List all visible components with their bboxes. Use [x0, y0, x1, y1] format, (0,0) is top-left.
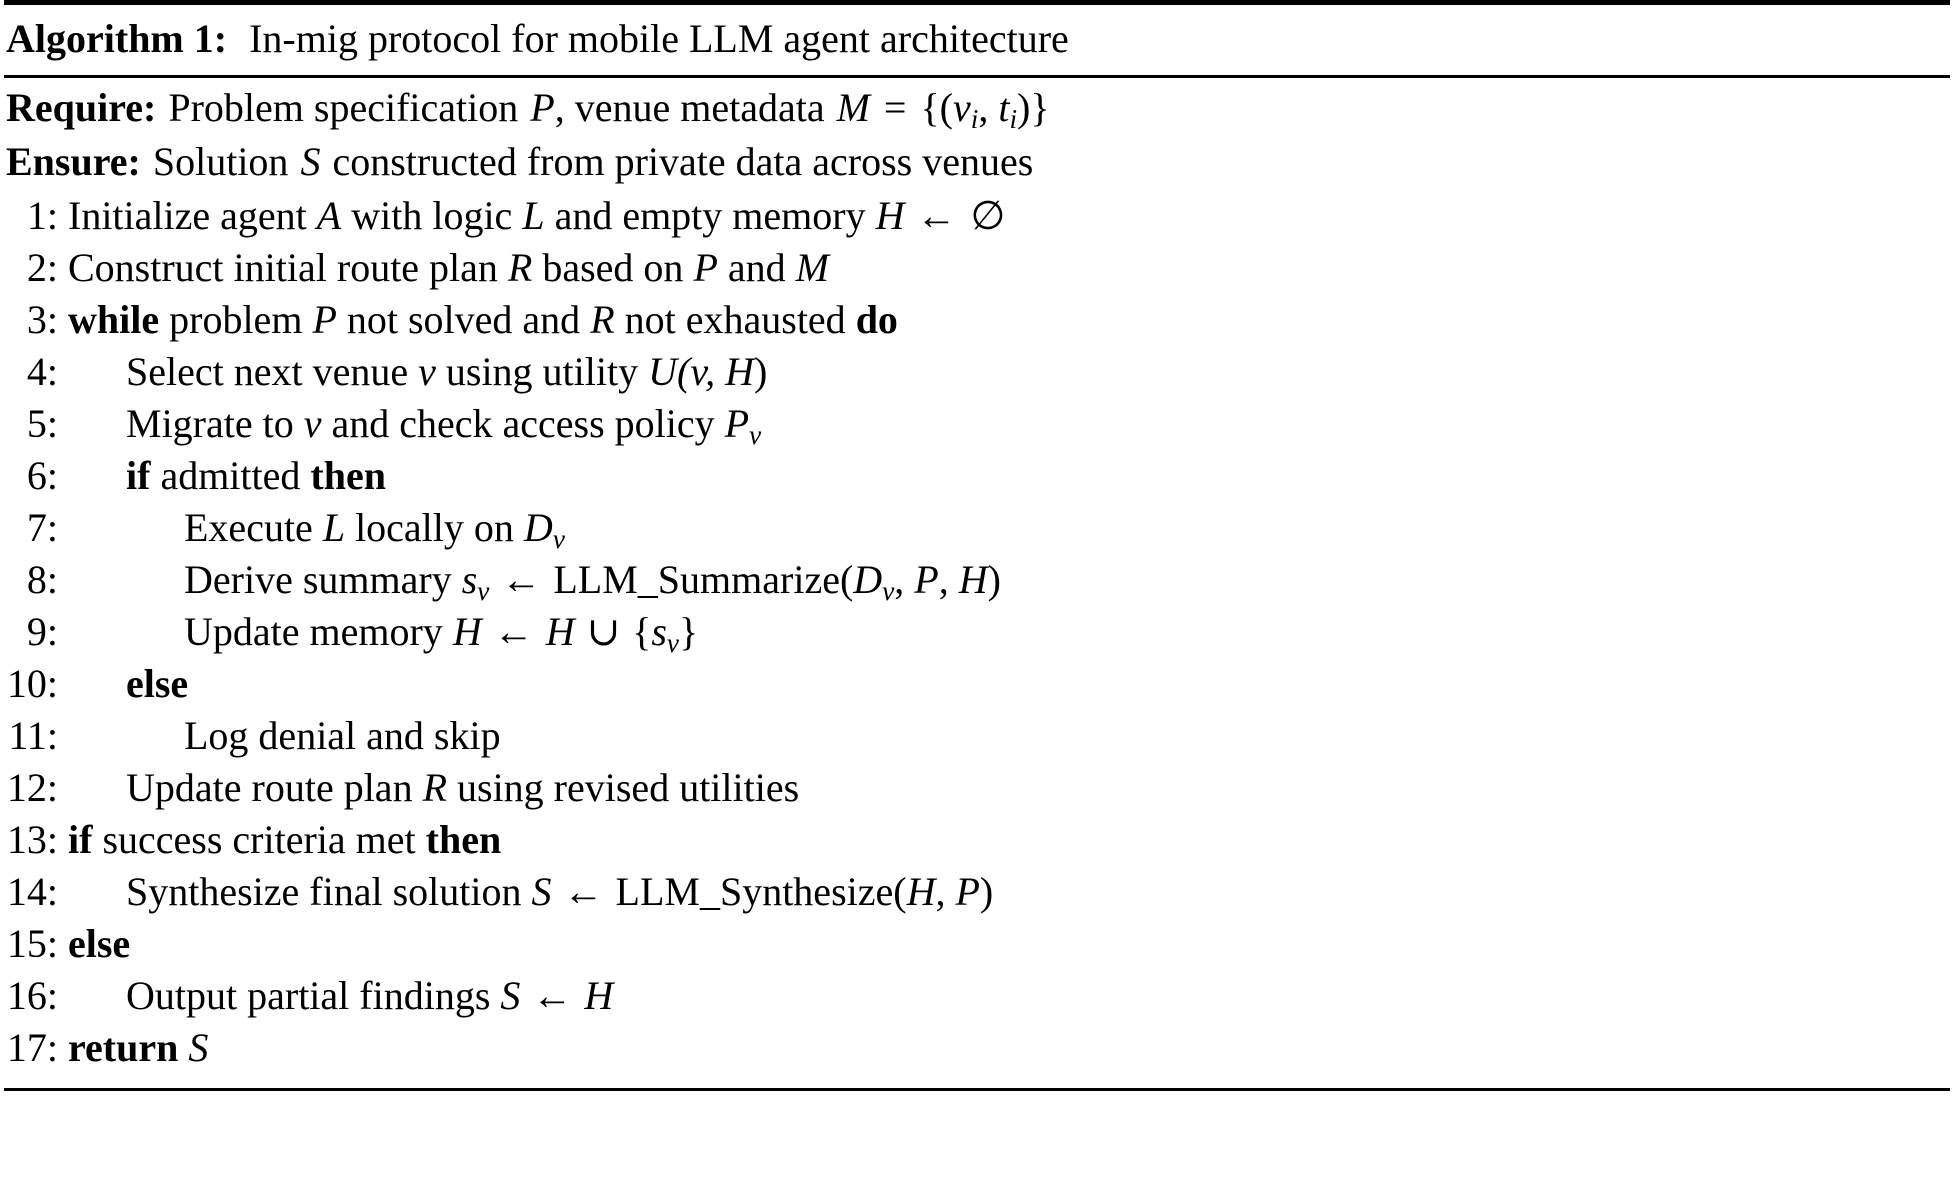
algorithm-caption: Algorithm 1: In-mig protocol for mobile …: [4, 5, 1950, 75]
require-comma: ,: [978, 85, 999, 130]
algorithm-line: 15:else: [6, 924, 1948, 976]
algorithm-line: 17:return S: [6, 1028, 1948, 1080]
line-number: 16:: [6, 973, 58, 1018]
algorithm-line: 11: Log denial and skip: [6, 716, 1948, 768]
bottom-rule: [4, 1088, 1950, 1091]
require-text-a: Problem specification: [168, 85, 519, 130]
line-content: Update memory H ← H ∪ {sv}: [184, 609, 699, 658]
algorithm-line: 16: Output partial findings S ← H: [6, 976, 1948, 1028]
keyword: else: [126, 661, 189, 706]
algorithm-line: 13:if success criteria met then: [6, 820, 1948, 872]
require-time-sub: i: [1009, 103, 1018, 134]
line-number: 9:: [26, 609, 58, 654]
line-content: Construct initial route plan R based on …: [68, 245, 829, 290]
ensure-var-s: S: [300, 139, 321, 184]
line-number: 10:: [6, 661, 58, 706]
algorithm-block: Algorithm 1: In-mig protocol for mobile …: [4, 0, 1950, 1091]
line-content: Execute L locally on Dv: [184, 505, 565, 554]
algorithm-line: 1:Initialize agent A with logic L and em…: [6, 196, 1948, 248]
line-content: Initialize agent A with logic L and empt…: [68, 193, 1006, 238]
line-number: 12:: [6, 765, 58, 810]
keyword: else: [68, 921, 131, 966]
require-time-var: t: [998, 85, 1010, 130]
algorithm-line: 7: Execute L locally on Dv: [6, 508, 1948, 560]
algorithm-caption-title: In-mig protocol for mobile LLM agent arc…: [249, 16, 1069, 61]
line-number: 2:: [26, 245, 58, 290]
algorithm-line: 10: else: [6, 664, 1948, 716]
require-venue-var: v: [953, 85, 971, 130]
algorithm-line: 12: Update route plan R using revised uti…: [6, 768, 1948, 820]
require-text-b: , venue metadata: [554, 85, 825, 130]
line-content: else: [68, 664, 1948, 704]
line-content: else: [68, 924, 1948, 964]
keyword: if: [126, 453, 151, 498]
algorithm-line: 3:while problem P not solved and R not e…: [6, 300, 1948, 352]
require-set-close: )}: [1017, 85, 1050, 130]
require-var-p: P: [530, 85, 555, 130]
require-var-m: M: [836, 85, 870, 130]
ensure-label: Ensure:: [6, 139, 141, 184]
algorithm-line: 5: Migrate to v and check access policy P…: [6, 404, 1948, 456]
algorithm-line: 6: if admitted then: [6, 456, 1948, 508]
line-content: Migrate to v and check access policy Pv: [126, 401, 762, 450]
line-number: 4:: [26, 349, 58, 394]
line-number: 8:: [26, 557, 58, 602]
line-number: 1:: [26, 193, 58, 238]
line-content: Select next venue v using utility U(v, H…: [126, 349, 768, 394]
keyword: then: [310, 453, 386, 498]
line-number: 11:: [8, 713, 58, 758]
algorithm-steps: 1:Initialize agent A with logic L and em…: [6, 196, 1948, 1080]
line-number: 17:: [6, 1025, 58, 1070]
top-rule: [4, 0, 1950, 5]
line-content: Synthesize final solution S ← LLM_Synthe…: [126, 869, 994, 914]
line-number: 15:: [6, 921, 58, 966]
line-number: 5:: [26, 401, 58, 446]
line-number: 13:: [6, 817, 58, 862]
line-content: Output partial findings S ← H: [126, 973, 614, 1018]
keyword: return: [68, 1025, 179, 1070]
keyword: while: [68, 297, 160, 342]
require-set-open: {(: [920, 85, 953, 130]
algorithm-line: 4: Select next venue v using utility U(v,…: [6, 352, 1948, 404]
line-number: 7:: [26, 505, 58, 550]
caption-rule: [4, 75, 1950, 78]
line-content: Log denial and skip: [184, 713, 501, 758]
line-content: if admitted then: [126, 453, 386, 498]
algorithm-caption-label: Algorithm 1:: [6, 16, 228, 61]
line-content: Derive summary sv ← LLM_Summarize(Dv, P,…: [184, 557, 1001, 606]
algorithm-line: 8: Derive summary sv ← LLM_Summarize(Dv, …: [6, 560, 1948, 612]
line-number: 14:: [6, 869, 58, 914]
line-content: Update route plan R using revised utilit…: [126, 765, 800, 810]
require-venue-sub: i: [970, 103, 979, 134]
require-equals: =: [883, 85, 907, 130]
line-number: 6:: [26, 453, 58, 498]
line-content: if success criteria met then: [68, 817, 502, 862]
line-content: while problem P not solved and R not exh…: [68, 297, 898, 342]
algorithm-line: 9: Update memory H ← H ∪ {sv}: [6, 612, 1948, 664]
ensure-text-b: constructed from private data across ven…: [332, 139, 1034, 184]
keyword: then: [425, 817, 502, 862]
keyword: do: [855, 297, 898, 342]
ensure-text-a: Solution: [152, 139, 289, 184]
algorithm-line: 2:Construct initial route plan R based o…: [6, 248, 1948, 300]
require-label: Require:: [6, 85, 157, 130]
line-number: 3:: [26, 297, 58, 342]
keyword: if: [68, 817, 93, 862]
algorithm-line: 14: Synthesize final solution S ← LLM_Syn…: [6, 872, 1948, 924]
line-content: return S: [68, 1025, 209, 1070]
